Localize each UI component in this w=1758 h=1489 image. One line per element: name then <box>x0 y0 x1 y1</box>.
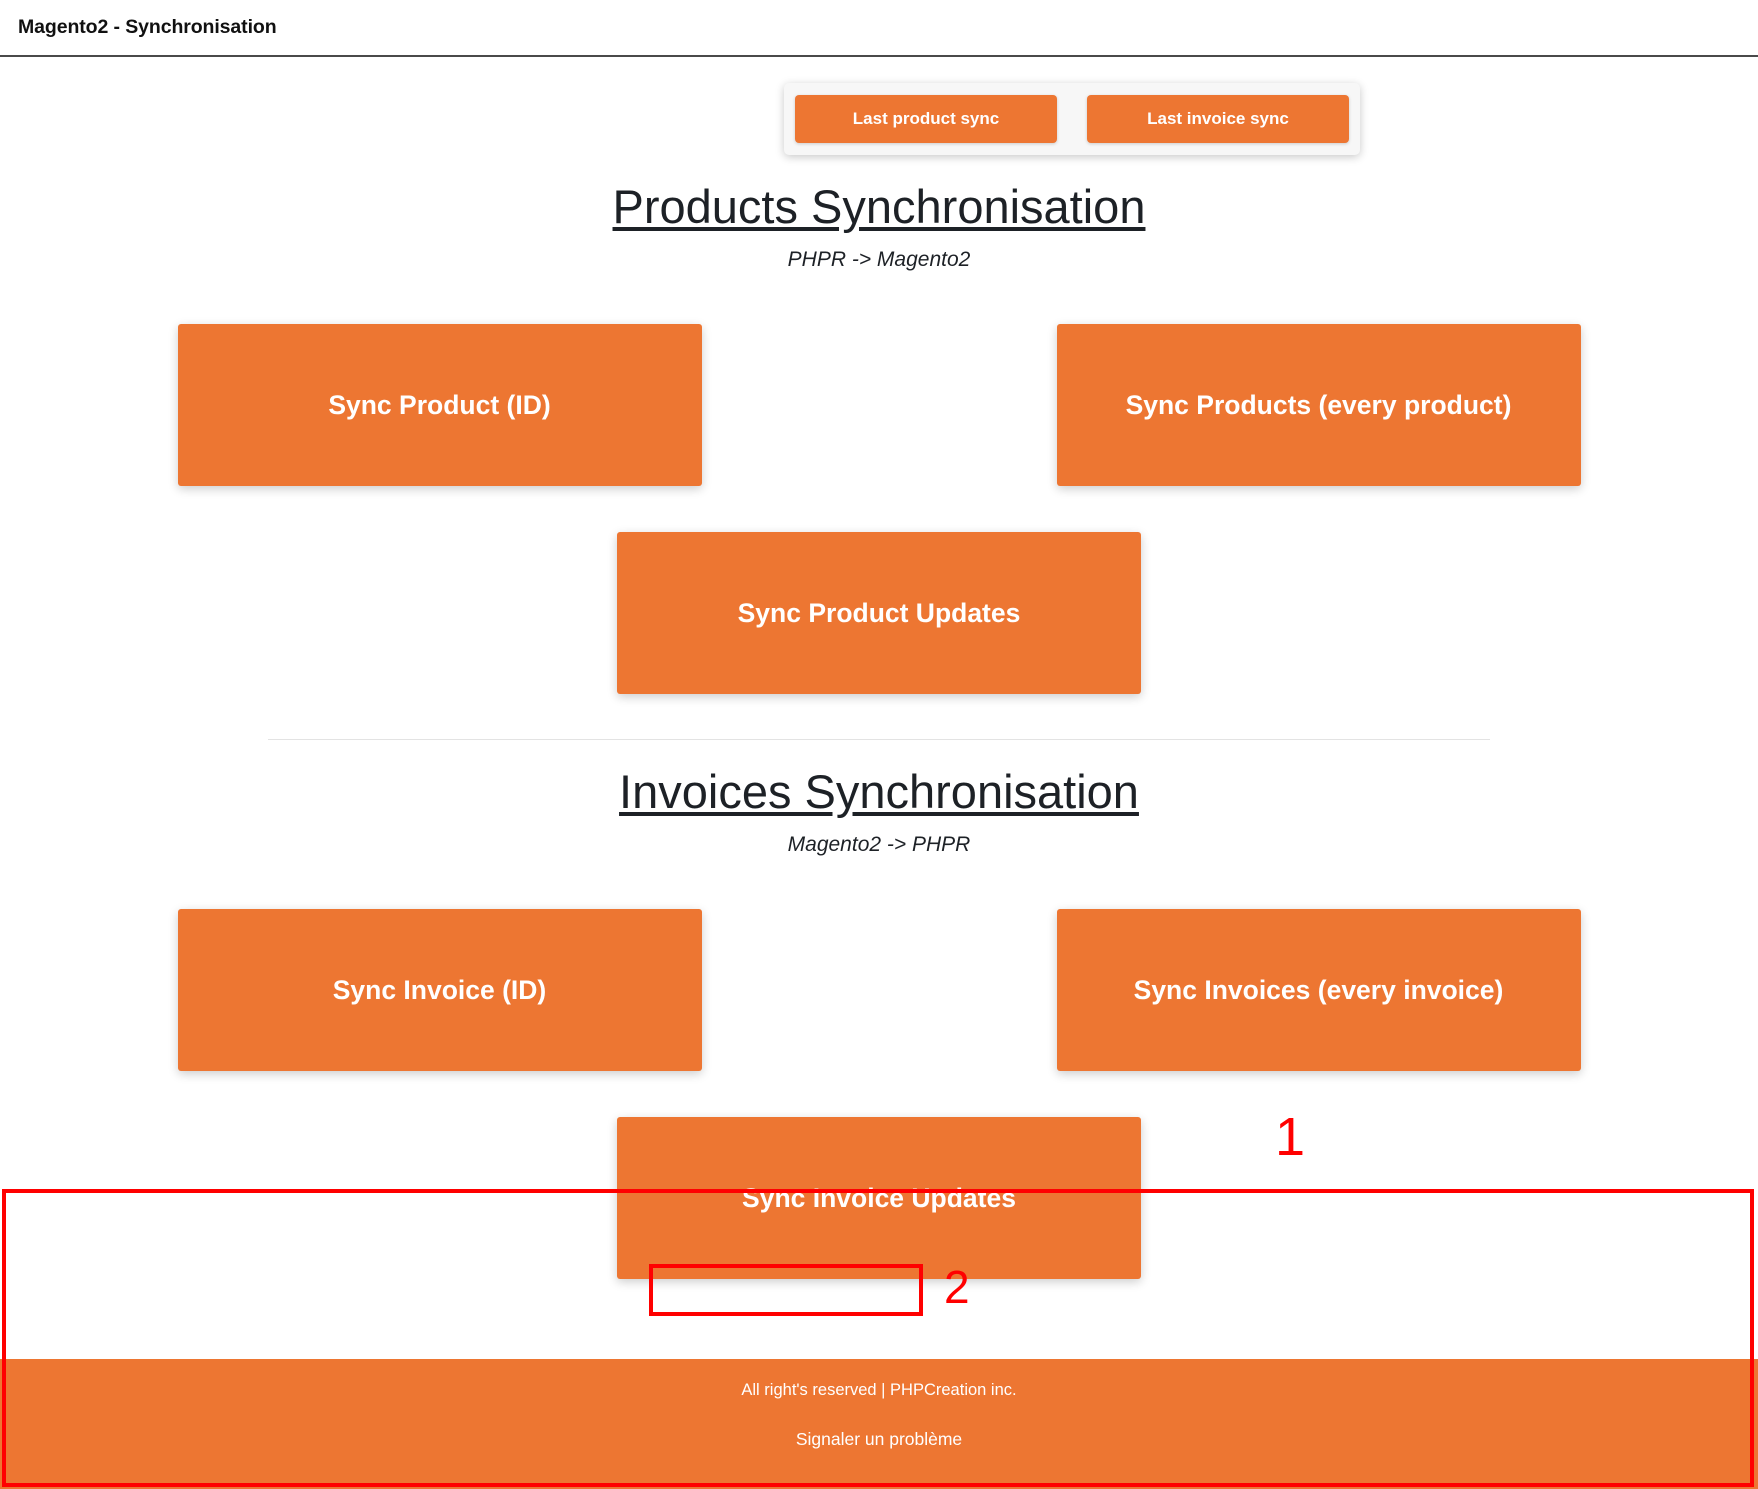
products-button-row-top: Sync Product (ID) Sync Products (every p… <box>0 324 1758 487</box>
sync-status-button-group: Last product sync Last invoice sync <box>784 83 1360 155</box>
page-title: Magento2 - Synchronisation <box>18 16 277 38</box>
products-section-heading: Products Synchronisation <box>612 180 1146 233</box>
sync-product-updates-button[interactable]: Sync Product Updates <box>617 532 1141 695</box>
sync-status-toolbar: Last product sync Last invoice sync <box>0 57 1758 155</box>
invoices-synchronisation-section: Invoices Synchronisation Magento2 -> PHP… <box>0 765 1758 1280</box>
invoices-col-right: Sync Invoices (every invoice) <box>879 909 1758 1072</box>
invoices-col-left: Sync Invoice (ID) <box>0 909 879 1072</box>
section-divider <box>268 739 1490 741</box>
invoices-button-row-top: Sync Invoice (ID) Sync Invoices (every i… <box>0 909 1758 1072</box>
products-synchronisation-section: Products Synchronisation PHPR -> Magento… <box>0 180 1758 695</box>
last-invoice-sync-button[interactable]: Last invoice sync <box>1087 95 1349 143</box>
products-col-left: Sync Product (ID) <box>0 324 879 487</box>
page-footer: All right's reserved | PHPCreation inc. … <box>0 1359 1758 1489</box>
products-button-row-bottom: Sync Product Updates <box>0 532 1758 695</box>
top-navbar: Magento2 - Synchronisation <box>0 0 1758 57</box>
products-section-subtitle: PHPR -> Magento2 <box>787 248 971 272</box>
report-problem-button[interactable]: Signaler un problème <box>756 1416 1002 1463</box>
page-content: Last product sync Last invoice sync Prod… <box>0 57 1758 1289</box>
sync-invoices-all-button[interactable]: Sync Invoices (every invoice) <box>1056 909 1581 1072</box>
sync-invoice-id-button[interactable]: Sync Invoice (ID) <box>177 909 702 1072</box>
invoices-section-subtitle: Magento2 -> PHPR <box>787 833 971 857</box>
footer-copyright: All right's reserved | PHPCreation inc. <box>741 1381 1017 1399</box>
invoices-section-heading: Invoices Synchronisation <box>619 765 1139 819</box>
sync-products-all-button[interactable]: Sync Products (every product) <box>1056 324 1581 487</box>
products-col-right: Sync Products (every product) <box>879 324 1758 487</box>
sync-invoice-updates-button[interactable]: Sync Invoice Updates <box>617 1117 1141 1280</box>
sync-product-id-button[interactable]: Sync Product (ID) <box>177 324 702 487</box>
last-product-sync-button[interactable]: Last product sync <box>795 95 1057 143</box>
invoices-button-row-bottom: Sync Invoice Updates <box>0 1117 1758 1280</box>
